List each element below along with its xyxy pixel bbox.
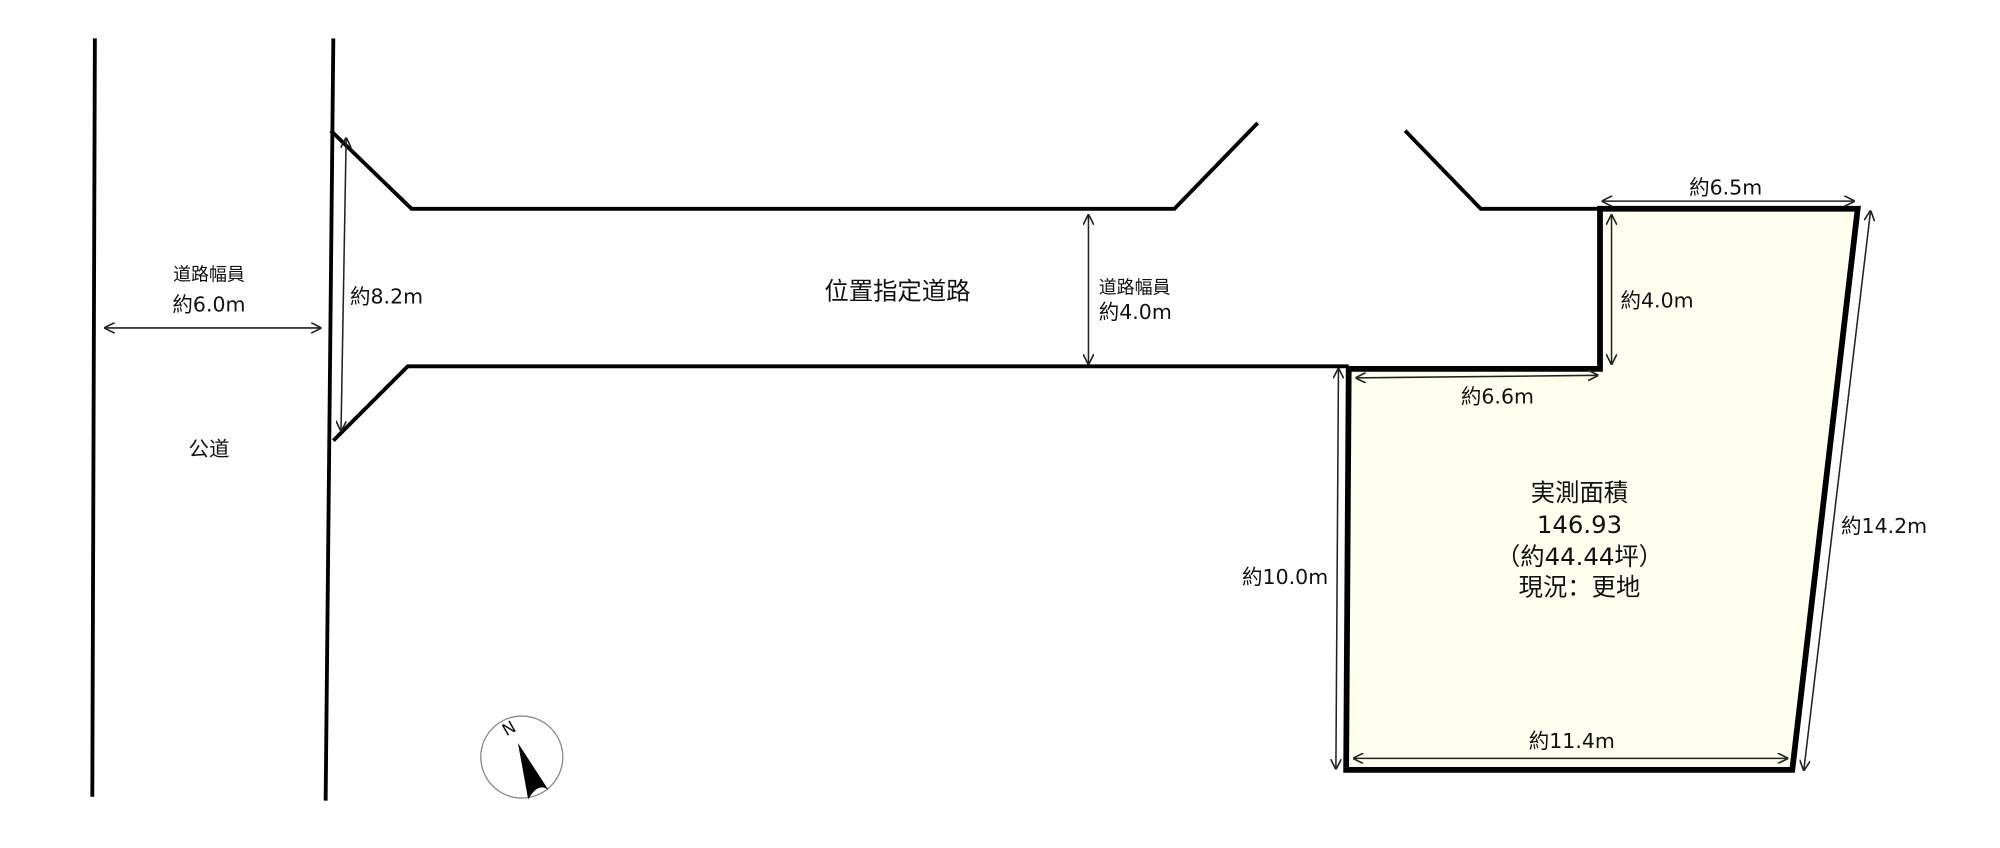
lot-boundary: [1343, 205, 1861, 773]
designated-road-upper-edge: [329, 121, 1260, 211]
lot-area-tsubo: （約44.44坪）: [1496, 542, 1663, 571]
lot-left-label: 約10.0m: [1242, 565, 1328, 589]
compass: N: [480, 715, 564, 800]
lot-area-value: 146.93: [1537, 510, 1622, 539]
public-road: 道路幅員 約6.0m 公道: [90, 38, 336, 801]
public-road-right-edge: [323, 38, 336, 801]
designated-road-width-value: 約4.0m: [1099, 300, 1172, 324]
lot-notch-horizontal-arrow: [1356, 375, 1597, 378]
public-road-left-edge: [90, 38, 97, 797]
compass-ring: [480, 715, 564, 799]
public-road-width-title: 道路幅員: [173, 265, 245, 286]
lot-notch-horizontal-label: 約6.6m: [1461, 385, 1534, 409]
lot-area-title: 実測面積: [1531, 478, 1628, 507]
designated-road-label: 位置指定道路: [824, 277, 970, 306]
lot-status: 現況：更地: [1519, 573, 1641, 602]
designated-road-width-title: 道路幅員: [1099, 277, 1171, 298]
designated-road-lower-edge: [331, 364, 1349, 443]
compass-north-label: N: [499, 717, 519, 740]
lot-left-arrow: [1336, 369, 1339, 769]
lot-notch-vertical-label: 約4.0m: [1621, 288, 1694, 312]
north-arrow-icon: [517, 742, 549, 800]
lot: 約6.5m 約4.0m 約6.6m 約10.0m 約11.4m 約14.2m 実…: [1242, 176, 1927, 773]
entrance-width-label: 約8.2m: [350, 285, 423, 309]
public-road-label: 公道: [188, 437, 229, 461]
lot-right-label: 約14.2m: [1841, 514, 1927, 538]
designated-road-upper-edge-right: [1403, 129, 1601, 211]
entrance-width-arrow: [341, 138, 346, 430]
lot-right-arrow: [1804, 211, 1871, 770]
lot-top-label: 約6.5m: [1689, 176, 1762, 200]
designated-road: 約8.2m 位置指定道路 道路幅員 約4.0m: [329, 121, 1601, 443]
lot-bottom-label: 約11.4m: [1529, 729, 1615, 753]
public-road-width-value: 約6.0m: [172, 292, 245, 316]
